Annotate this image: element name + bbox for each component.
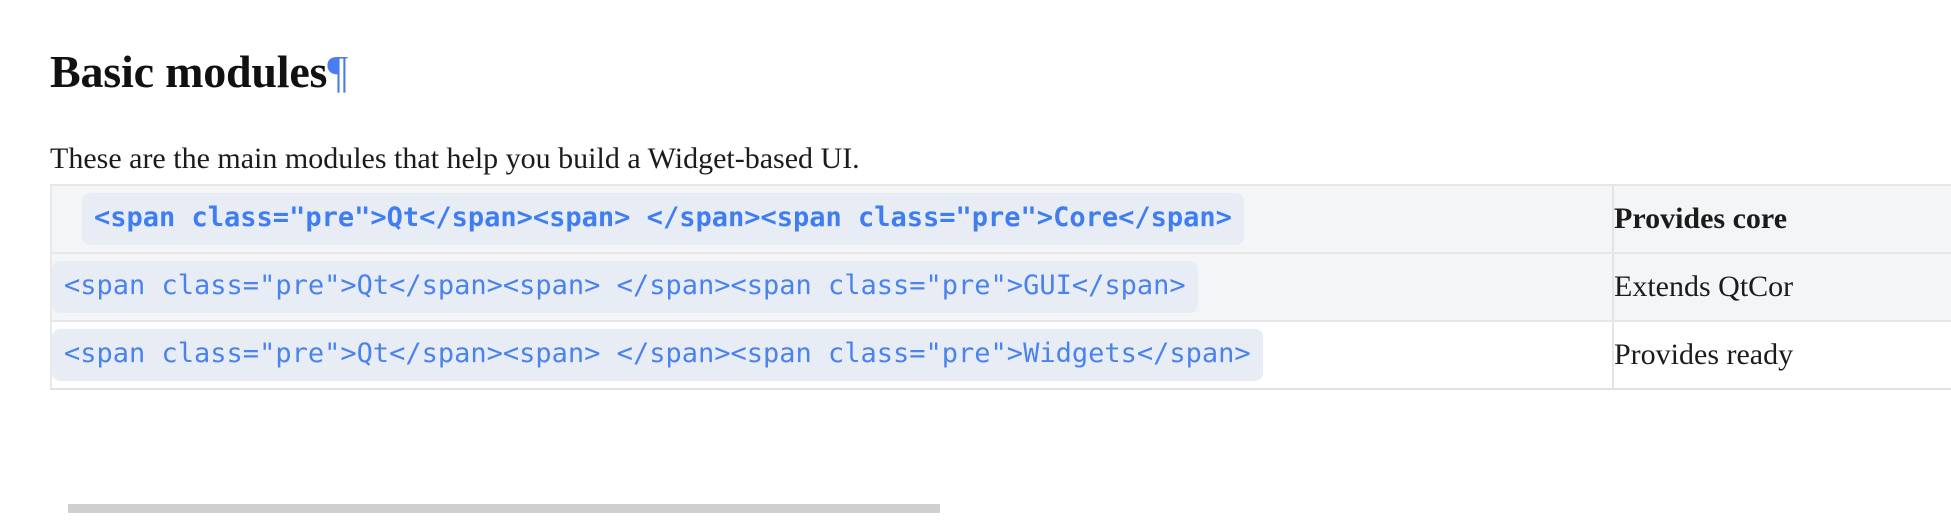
module-description-cell: Provides ready xyxy=(1613,321,1951,389)
module-code: <span class="pre">Qt</span><span> </span… xyxy=(52,261,1198,313)
table-row: <span class="pre">Qt</span><span> </span… xyxy=(51,185,1951,254)
permalink-icon[interactable]: ¶ xyxy=(327,45,348,97)
intro-paragraph: These are the main modules that help you… xyxy=(50,142,860,175)
horizontal-scrollbar[interactable] xyxy=(50,498,1951,520)
page-title-text: Basic modules xyxy=(50,45,328,97)
module-code-cell: <span class="pre">Qt</span><span> </span… xyxy=(51,253,1614,322)
module-code: <span class="pre">Qt</span><span> </span… xyxy=(52,329,1263,381)
module-description-cell: Provides core xyxy=(1613,185,1951,254)
modules-table-container: <span class="pre">Qt</span><span> </span… xyxy=(50,184,1951,479)
module-description-cell: Extends QtCor xyxy=(1613,253,1951,322)
page-title: Basic modules¶ xyxy=(50,41,348,103)
table-row: <span class="pre">Qt</span><span> </span… xyxy=(51,253,1951,322)
module-code-cell: <span class="pre">Qt</span><span> </span… xyxy=(51,185,1614,254)
module-code-cell: <span class="pre">Qt</span><span> </span… xyxy=(51,321,1614,389)
table-row: <span class="pre">Qt</span><span> </span… xyxy=(51,321,1951,389)
modules-table: <span class="pre">Qt</span><span> </span… xyxy=(50,184,1951,390)
scrollbar-thumb[interactable] xyxy=(68,504,940,513)
module-code: <span class="pre">Qt</span><span> </span… xyxy=(82,193,1244,245)
